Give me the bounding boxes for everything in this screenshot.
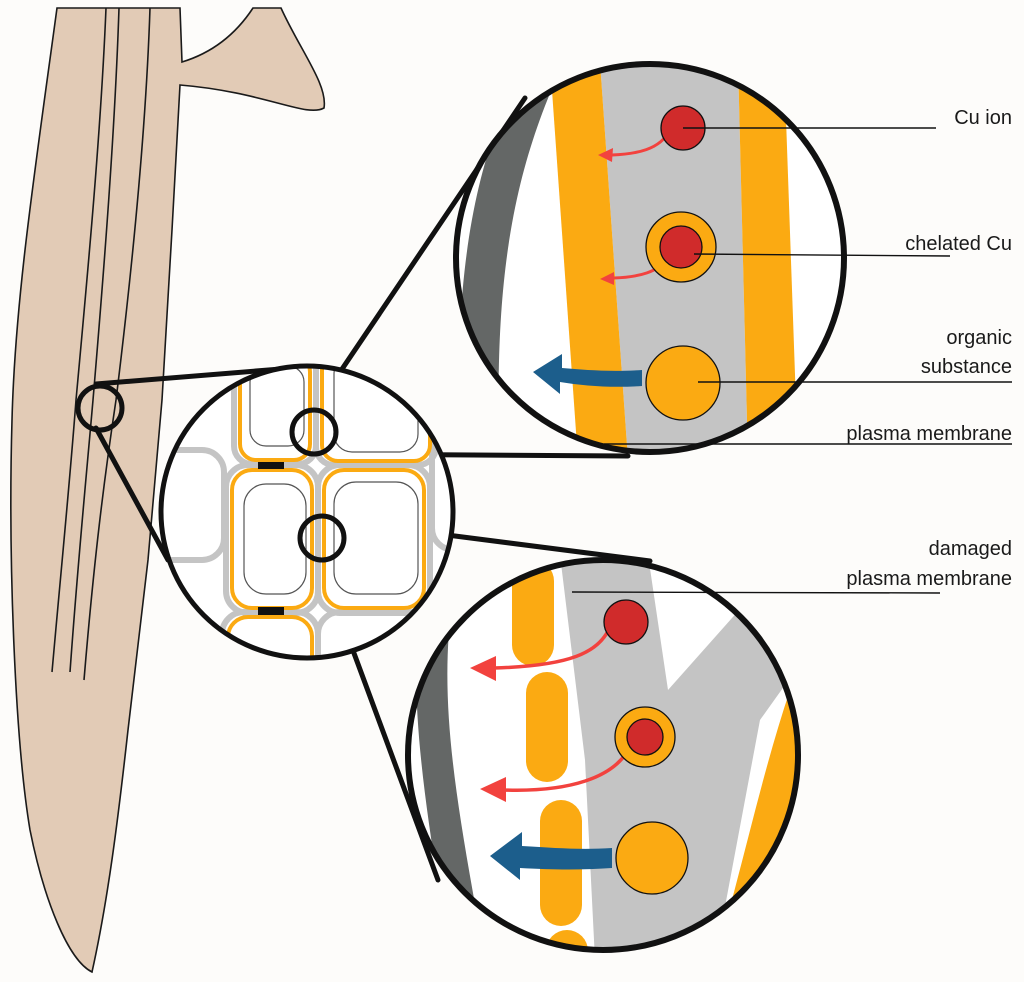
vascular-line-2 xyxy=(69,7,120,673)
label-chelated-cu: chelated Cu xyxy=(905,233,1012,255)
organic-efflux-arrow xyxy=(533,354,642,394)
zoom-circle-damaged xyxy=(405,557,801,953)
label-damaged: damaged xyxy=(929,538,1012,560)
label-organic: organic xyxy=(946,327,1012,349)
zoom-circle-upper xyxy=(289,407,339,457)
root xyxy=(10,7,326,974)
vascular-line-1 xyxy=(51,7,107,673)
label-substance: substance xyxy=(921,356,1012,378)
copper-ion xyxy=(603,599,649,645)
vascular-line-3 xyxy=(83,7,151,681)
label-plasma-membrane: plasma membrane xyxy=(846,423,1012,445)
outer-cell-wall xyxy=(416,620,485,950)
organic-substance xyxy=(615,821,689,895)
zoom-circle-intact xyxy=(453,61,847,455)
plasma-membrane-left xyxy=(550,64,628,452)
organic-substance xyxy=(645,345,721,421)
label-cu-ion: Cu ion xyxy=(954,107,1012,129)
label-leaders xyxy=(571,127,1012,594)
zoom-circle-tissue xyxy=(158,363,456,661)
zoom-circle-root xyxy=(75,383,125,433)
label-damaged-plasma-membrane: plasma membrane xyxy=(846,568,1012,590)
zoom-circle-lower xyxy=(297,513,347,563)
plasma-membrane-right xyxy=(738,64,798,452)
labels: Cu ion chelated Cu organic substance pla… xyxy=(846,107,1012,590)
organic-efflux-arrow xyxy=(490,832,612,880)
